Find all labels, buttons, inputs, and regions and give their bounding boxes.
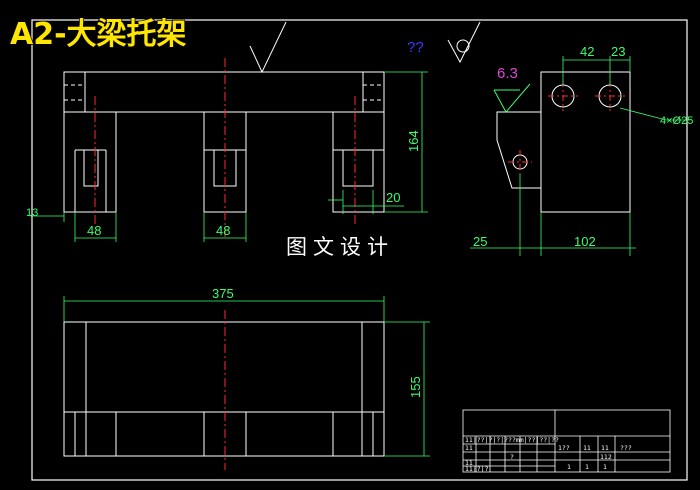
tb-cell-4: ??? bbox=[620, 444, 632, 452]
tb-cell-7: 1 bbox=[585, 463, 589, 471]
tb-cell-3: 11 bbox=[601, 444, 609, 452]
side-view-dimensions bbox=[470, 56, 690, 256]
tb-row-3: 11 bbox=[465, 459, 473, 467]
front-view-centerlines bbox=[94, 58, 356, 238]
dim-155: 155 bbox=[408, 376, 423, 398]
side-view-centerlines bbox=[508, 81, 625, 174]
tb-cell-1: 1?? bbox=[558, 444, 570, 452]
tb-cell-5: 112 bbox=[600, 453, 612, 461]
surface-finish-symbol bbox=[447, 21, 481, 64]
tb-row-1: 11|??|?|?|???mm|??|??|?? bbox=[465, 436, 559, 444]
front-view bbox=[63, 71, 385, 213]
outer-frame bbox=[31, 19, 688, 481]
tb-cell-9: ? bbox=[510, 453, 514, 461]
tb-row-4: 11|?|? bbox=[465, 465, 489, 473]
top-view-dimensions bbox=[63, 296, 430, 457]
dim-375: 375 bbox=[212, 286, 234, 301]
tb-cell-2: 11 bbox=[583, 444, 591, 452]
surface-note: ?? bbox=[407, 39, 424, 56]
dim-164: 164 bbox=[406, 130, 421, 152]
tb-row-2: 11 bbox=[465, 444, 473, 452]
dim-42: 42 bbox=[580, 44, 594, 59]
tb-cell-6: 1 bbox=[567, 463, 571, 471]
dim-48-middle: 48 bbox=[216, 223, 230, 238]
dim-25: 25 bbox=[473, 234, 487, 249]
dim-13: 13 bbox=[26, 207, 38, 219]
watermark: 图文设计 bbox=[286, 235, 394, 259]
title-block bbox=[462, 409, 671, 473]
top-view bbox=[63, 321, 385, 457]
tb-cell-8: 1 bbox=[603, 463, 607, 471]
roughness-symbol bbox=[493, 83, 531, 113]
dim-20: 20 bbox=[386, 190, 400, 205]
drawing-title: A2-大梁托架 bbox=[10, 17, 187, 52]
dim-23: 23 bbox=[611, 44, 625, 59]
front-view-dimensions bbox=[30, 71, 428, 242]
roughness-value: 6.3 bbox=[497, 65, 518, 82]
side-view bbox=[496, 71, 631, 213]
title-weld-symbol bbox=[249, 21, 287, 74]
hole-callout: 4×Ø25 bbox=[660, 115, 693, 127]
dim-102: 102 bbox=[574, 234, 596, 249]
dim-48-left: 48 bbox=[87, 223, 101, 238]
